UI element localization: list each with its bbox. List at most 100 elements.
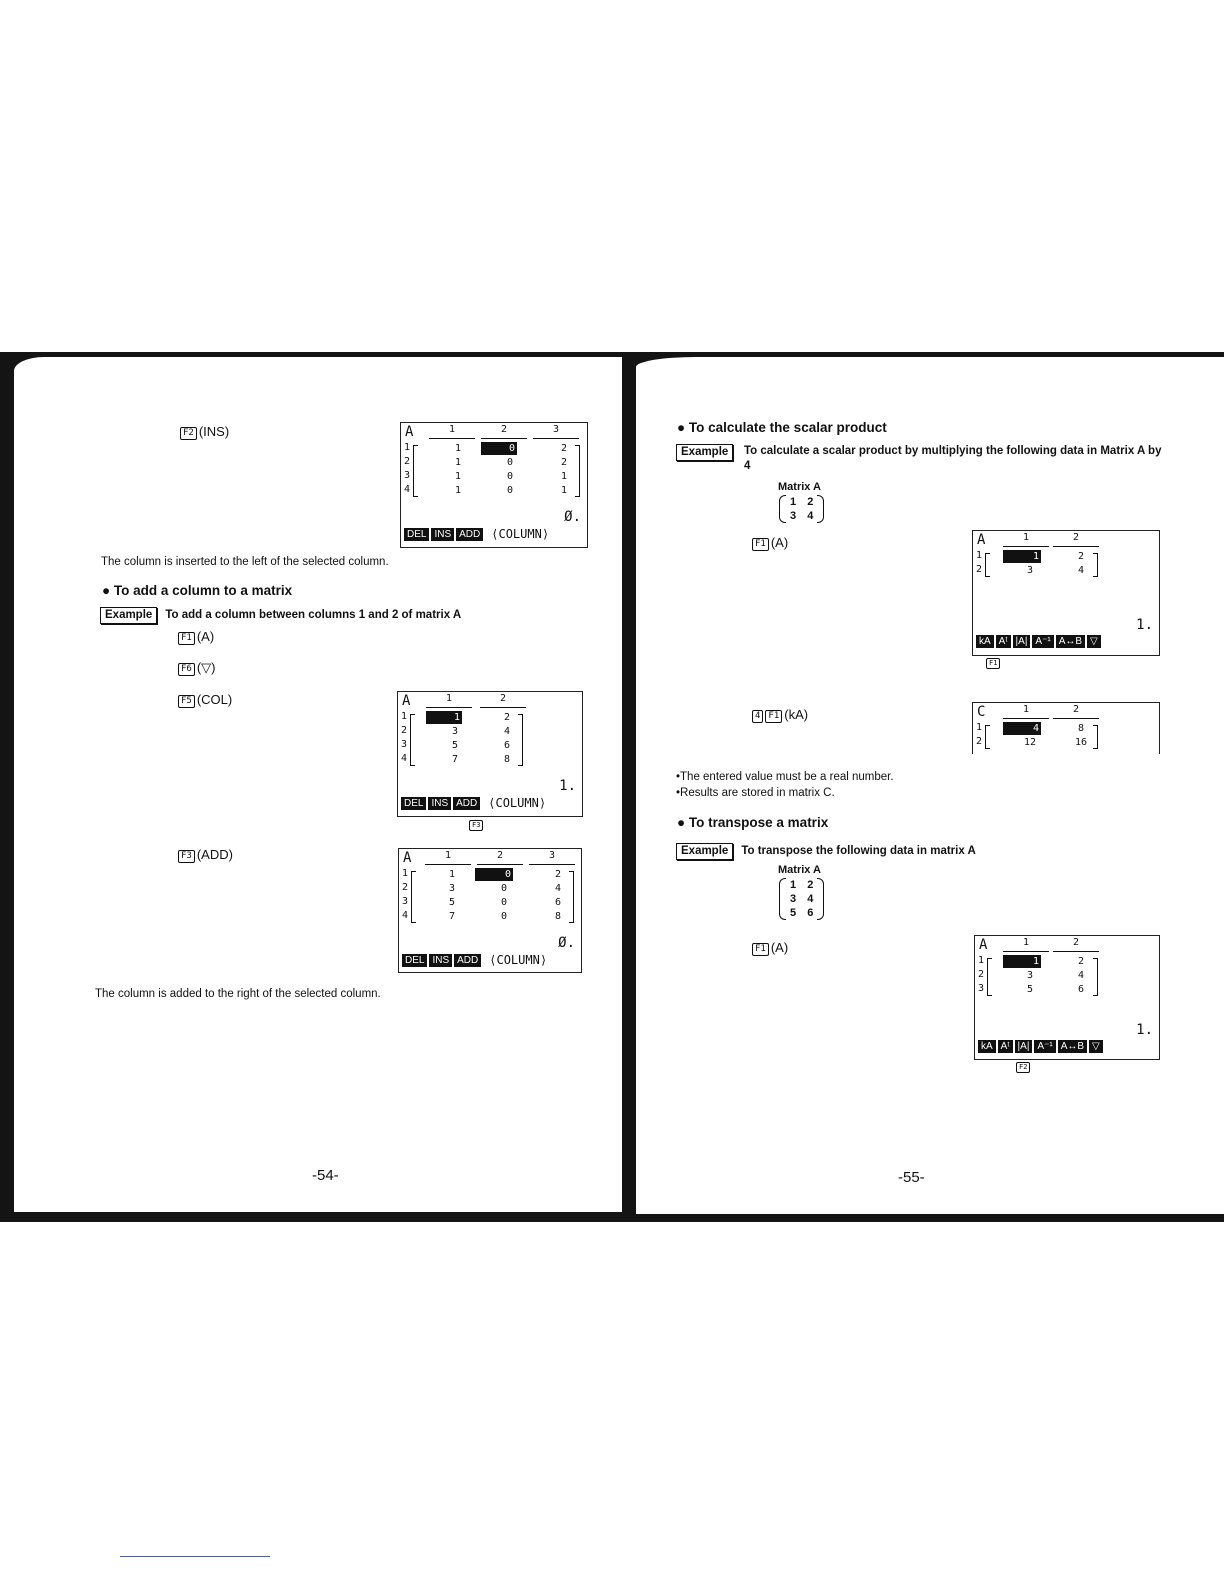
matrix-cell: 2 (560, 457, 568, 468)
row-label: 4 (401, 753, 408, 764)
matrix-bracket-left (987, 958, 992, 996)
f3-key-icon: F3 (469, 820, 484, 831)
softkey-del: DEL (404, 527, 430, 541)
heading-scalar-product: ● To calculate the scalar product (677, 420, 887, 435)
softkey-ins: INS (428, 796, 452, 810)
matrix-cell: 1 (454, 443, 462, 454)
column-header: 2 (1053, 704, 1099, 719)
matrix-cell: 8 (503, 754, 511, 765)
example-tag: Example (676, 843, 734, 860)
matrix-cell: 1 (454, 471, 462, 482)
matrix-cell: 16 (1074, 737, 1088, 748)
matrix-name: A (977, 532, 986, 548)
softkey-bar: kA Aᵗ |A| A⁻¹ A↔B ▽ (978, 1040, 1103, 1053)
row-label: 1 (976, 550, 983, 561)
matrix-cell: 6 (503, 740, 511, 751)
f1-key-icon: F1 (752, 943, 769, 956)
note-added: The column is added to the right of the … (95, 988, 381, 1000)
row-label: 1 (402, 868, 409, 879)
softkey-down: ▽ (1087, 635, 1101, 648)
matrix-name: A (402, 693, 411, 709)
calculator-screen-3: A 1 2 3 1 2 3 4 1 0 2 3 0 4 5 0 6 7 0 8 … (398, 848, 582, 973)
column-header: 2 (480, 693, 526, 708)
row-label: 3 (401, 739, 408, 750)
step-select-a-2: F1(A) (752, 940, 788, 956)
mode-indicator: ⟨COLUMN⟩ (488, 796, 547, 810)
softkey-del: DEL (401, 796, 427, 810)
softkey-swap: A↔B (1057, 1040, 1088, 1053)
matrix-cell: 6 (554, 897, 562, 908)
matrix-bracket-right (518, 714, 523, 766)
matrix-name: A (979, 937, 988, 953)
row-label: 3 (402, 896, 409, 907)
f1-key-icon: F1 (765, 710, 783, 723)
row-label: 4 (402, 910, 409, 921)
matrix-cell: 1 (454, 457, 462, 468)
matrix-cell: 8 (1077, 723, 1085, 734)
matrix-cell: 2 (1077, 551, 1085, 562)
matrix-a-definition-2: Matrix A 1 2 3 4 5 6 (778, 864, 825, 920)
row-label: 1 (401, 711, 408, 722)
matrix-bracket-right (569, 871, 574, 923)
step-select-a: F1(A) (752, 535, 788, 551)
column-header: 3 (533, 424, 579, 439)
matrix-name: A (405, 424, 414, 440)
mode-indicator: ⟨COLUMN⟩ (491, 527, 550, 541)
matrix-cell: 4 (1077, 970, 1085, 981)
matrix-bracket-left (410, 714, 415, 766)
softkey-bar: kA Aᵗ |A| A⁻¹ A↔B ▽ (976, 635, 1101, 648)
matrix-bracket-right (1093, 958, 1098, 996)
matrix-cell: 0 (500, 883, 508, 894)
row-label: 1 (978, 955, 985, 966)
softkey-bar: DEL INS ADD ⟨COLUMN⟩ (404, 527, 549, 541)
matrix-cell: 0 (500, 897, 508, 908)
column-header: 2 (1053, 532, 1099, 547)
matrix-cell: 1 (560, 485, 568, 496)
row-label: 1 (976, 722, 983, 733)
softkey-ka: kA (978, 1040, 996, 1053)
step-ins: F2(INS) (180, 424, 229, 440)
matrix-cell: 0 (500, 911, 508, 922)
bullet-real-number: •The entered value must be a real number… (676, 771, 894, 783)
step-select-a: F1(A) (178, 629, 214, 645)
matrix-bracket-left (413, 445, 418, 497)
column-header: 1 (426, 693, 472, 708)
matrix-cell: 1 (448, 869, 456, 880)
softkey-add: ADD (456, 527, 484, 541)
column-header: 1 (1003, 704, 1049, 719)
softkey-del: DEL (402, 953, 428, 967)
calculator-screen-6: A 1 2 1 2 3 1 2 3 4 5 6 1. kA Aᵗ |A| A⁻¹… (974, 935, 1160, 1060)
selected-cell: 0 (481, 442, 517, 455)
row-label: 2 (976, 736, 983, 747)
example-tag: Example (100, 607, 158, 624)
matrix-cell: 3 (448, 883, 456, 894)
softkey-ins: INS (431, 527, 455, 541)
matrix-cell: 0 (506, 457, 514, 468)
matrix-a-definition: Matrix A 1 2 3 4 (778, 481, 825, 523)
row-label: 2 (404, 456, 411, 467)
column-header: 2 (1053, 937, 1099, 952)
column-header: 2 (477, 850, 523, 865)
result-display: Ø. (558, 935, 575, 951)
f1-key-icon: F1 (178, 632, 195, 645)
left-page: F2(INS) A 1 2 3 1 2 3 4 1 0 2 1 0 2 1 0 … (14, 357, 622, 1212)
page-number: -54- (312, 1167, 339, 1184)
matrix-cell: 2 (503, 712, 511, 723)
page-number: -55- (898, 1169, 925, 1186)
matrix-cell: 0 (506, 485, 514, 496)
column-header: 1 (1003, 532, 1049, 547)
softkey-add: ADD (454, 953, 482, 967)
note-inserted: The column is inserted to the left of th… (101, 556, 389, 568)
selected-cell: 1 (426, 711, 462, 724)
softkey-ka: kA (976, 635, 994, 648)
f2-key-icon: F2 (180, 427, 197, 440)
softkey-transpose: Aᵗ (995, 635, 1011, 648)
matrix-bracket-left (411, 871, 416, 923)
matrix-cell: 12 (1023, 737, 1037, 748)
softkey-inverse: A⁻¹ (1034, 1040, 1056, 1053)
matrix-cell: 1 (454, 485, 462, 496)
matrix-cell: 0 (506, 471, 514, 482)
matrix-cell: 4 (554, 883, 562, 894)
softkey-down: ▽ (1089, 1040, 1103, 1053)
